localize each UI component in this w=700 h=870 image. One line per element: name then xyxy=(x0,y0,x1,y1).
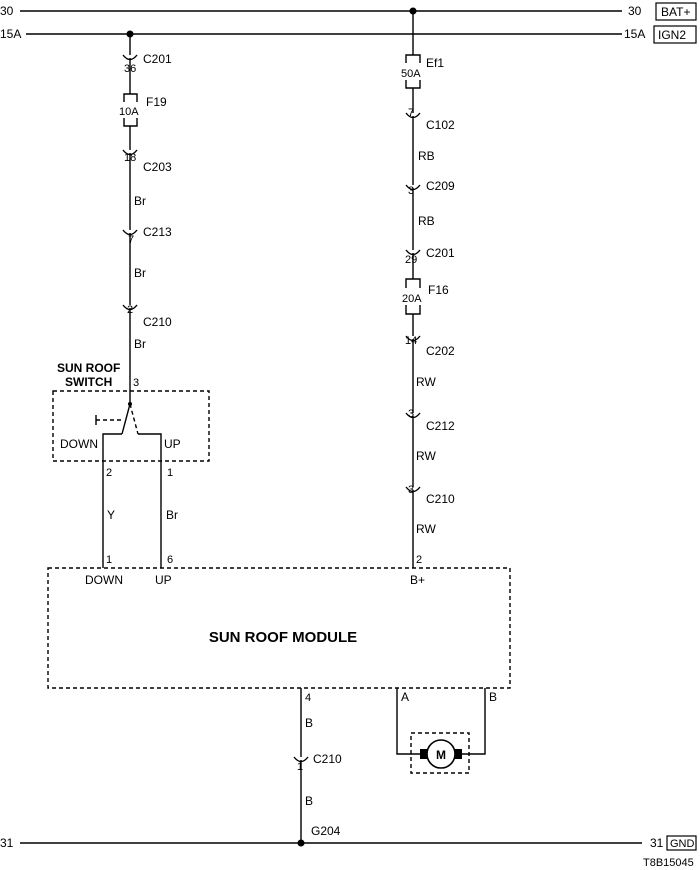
switch-label-up: UP xyxy=(164,437,181,451)
switch-title-line1: SUN ROOF xyxy=(57,361,120,375)
module-motor-a: A xyxy=(401,690,409,704)
gnd-rail-right-number: 31 xyxy=(650,836,664,850)
module-pin-up: 6 xyxy=(167,554,173,566)
gnd-rail-tag-box xyxy=(666,835,697,851)
right-c212-pin: 3 xyxy=(408,408,414,420)
right-c201-pin: 29 xyxy=(405,254,417,266)
fuse-ef1 xyxy=(405,54,421,89)
motor-outline xyxy=(410,732,470,774)
left-branch: 36 C201 F19 10A 18 C203 Br 7 C213 Br 2 C… xyxy=(119,30,172,404)
ground-c210-pin: 1 xyxy=(297,761,303,773)
ground-branch: B 1 C210 B G204 xyxy=(293,688,342,847)
fuse-f16 xyxy=(405,278,421,315)
switch-label-down: DOWN xyxy=(60,437,98,451)
left-c213-pin: 7 xyxy=(128,234,134,246)
gnd-rail-left-number: 31 xyxy=(0,836,14,850)
fuse-f16-name: F16 xyxy=(428,283,449,297)
right-c201-name: C201 xyxy=(426,246,455,260)
right-branch: Ef1 50A 7 C102 RB 3 C209 RB 29 C201 F16 … xyxy=(401,7,455,568)
ground-wire-2: B xyxy=(305,794,313,808)
switch-outline xyxy=(52,390,210,462)
module-outline xyxy=(47,567,511,689)
bat-rail-right-number: 30 xyxy=(628,4,642,18)
left-wire-3: Br xyxy=(134,337,146,351)
diagram-id: T8B15045 xyxy=(643,857,694,869)
right-c202-name: C202 xyxy=(426,344,455,358)
right-c102-pin: 7 xyxy=(408,107,414,119)
right-wire-4: RW xyxy=(416,449,436,463)
ground-splice-dot xyxy=(297,839,305,847)
sun-roof-module: 1 6 2 DOWN UP B+ SUN ROOF MODULE 4 A B xyxy=(47,554,511,704)
right-c209-name: C209 xyxy=(426,179,455,193)
switch-title-line2: SWITCH xyxy=(65,375,112,389)
switch-pin-top: 3 xyxy=(133,377,139,389)
left-c203-name: C203 xyxy=(143,160,172,174)
motor: M xyxy=(396,688,486,774)
bat-rail-left-number: 30 xyxy=(0,4,14,18)
ign-rail: 15A 15A IGN2 xyxy=(0,25,697,44)
fuse-ef1-name: Ef1 xyxy=(426,56,444,70)
fuse-f19-rating: 10A xyxy=(119,106,139,118)
module-label-down: DOWN xyxy=(85,573,123,587)
right-c210-pin: 3 xyxy=(408,484,414,496)
left-c201-pin: 36 xyxy=(124,63,136,75)
ign-rail-right-number: 15A xyxy=(624,27,645,41)
left-c201-name: C201 xyxy=(143,52,172,66)
switch-pin-up: 1 xyxy=(167,467,173,479)
switch-pin-down: 2 xyxy=(106,467,112,479)
ground-wire-1: B xyxy=(305,716,313,730)
right-wire-5: RW xyxy=(416,522,436,536)
left-c203-pin: 18 xyxy=(124,152,136,164)
gnd-rail-tag: GND xyxy=(670,838,695,850)
right-c209-pin: 3 xyxy=(408,185,414,197)
right-c212-name: C212 xyxy=(426,419,455,433)
fuse-ef1-rating: 50A xyxy=(401,68,421,80)
module-pin-b: 2 xyxy=(416,554,422,566)
module-name: SUN ROOF MODULE xyxy=(209,629,357,646)
fuse-f16-rating: 20A xyxy=(402,293,422,305)
fuse-f19 xyxy=(123,93,138,127)
right-c202-pin: 14 xyxy=(405,335,417,347)
left-c213-name: C213 xyxy=(143,225,172,239)
ign-rail-tag-box xyxy=(653,25,697,44)
bat-rail-tag-box xyxy=(655,2,697,21)
bat-rail-tag: BAT+ xyxy=(661,5,690,19)
left-c210-pin: 2 xyxy=(127,304,133,316)
right-wire-2: RB xyxy=(418,214,435,228)
ign-rail-tag: IGN2 xyxy=(658,28,686,42)
module-motor-b: B xyxy=(489,690,497,704)
module-pin-gnd: 4 xyxy=(305,692,311,704)
ground-c210-name: C210 xyxy=(313,752,342,766)
motor-label: M xyxy=(436,748,446,762)
switch-wire-down: Y xyxy=(107,508,115,522)
fuse-f19-name: F19 xyxy=(146,95,167,109)
gnd-rail: 31 31 GND xyxy=(0,835,697,851)
left-wire-1: Br xyxy=(134,194,146,208)
switch-wire-up: Br xyxy=(166,508,178,522)
right-wire-1: RB xyxy=(418,149,435,163)
module-pin-down: 1 xyxy=(106,554,112,566)
motor-terminal-left xyxy=(420,749,427,759)
sun-roof-switch: SUN ROOF SWITCH 3 DOWN UP 2 1 Y Br xyxy=(52,361,210,568)
right-c102-name: C102 xyxy=(426,118,455,132)
module-label-b: B+ xyxy=(410,573,425,587)
ground-name: G204 xyxy=(311,824,341,838)
right-wire-3: RW xyxy=(416,375,436,389)
motor-terminal-right xyxy=(455,749,462,759)
motor-symbol xyxy=(426,739,456,769)
bat-rail: 30 30 BAT+ xyxy=(0,2,697,21)
left-c210-name: C210 xyxy=(143,315,172,329)
left-wire-2: Br xyxy=(134,266,146,280)
module-label-up: UP xyxy=(155,573,172,587)
right-c210-name: C210 xyxy=(426,492,455,506)
ign-rail-left-number: 15A xyxy=(0,27,21,41)
